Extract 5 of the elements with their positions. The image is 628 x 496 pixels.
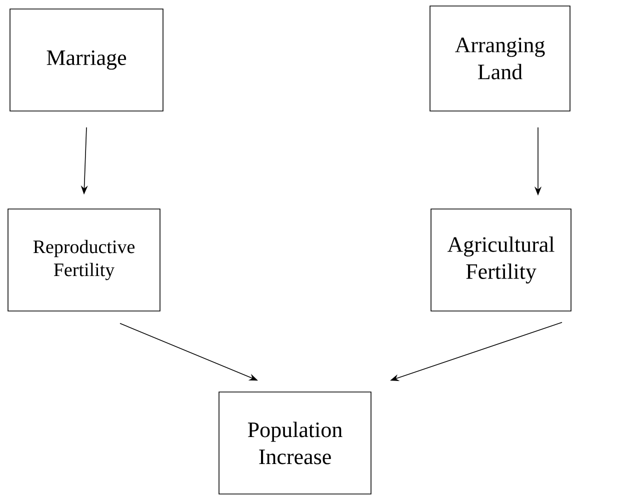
process-box: Arranging Land (430, 6, 570, 112)
process-box: Population Increase (218, 392, 372, 494)
process-box: Marriage (10, 8, 164, 112)
process-box: Reproductive Fertility (8, 208, 160, 312)
process-box: Agricultural Fertility (430, 208, 572, 312)
